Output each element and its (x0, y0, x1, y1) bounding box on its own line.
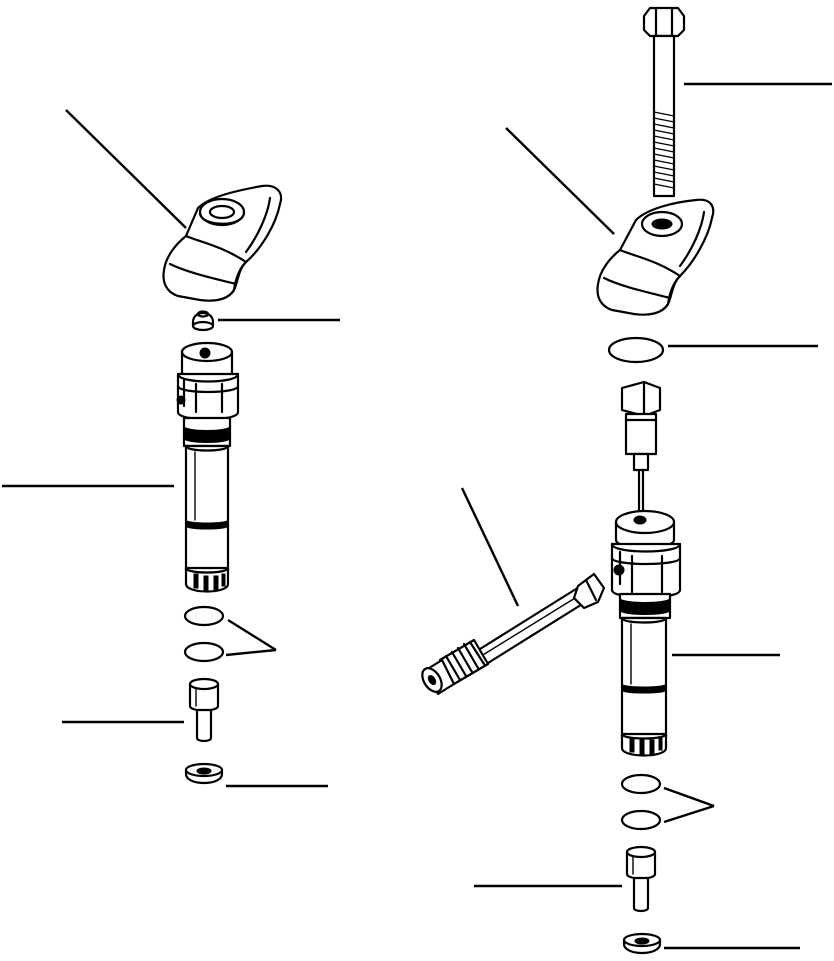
right-pipe-connector (620, 380, 662, 514)
leader-right-clamp (505, 127, 615, 235)
right-assembly (421, 6, 715, 955)
right-bolt (642, 6, 686, 198)
leader-right-o-ring-lower (663, 804, 715, 824)
right-fuel-pipe (421, 572, 606, 696)
leader-left-clamp (65, 109, 187, 229)
right-o-rings (620, 773, 662, 831)
left-nozzle (188, 677, 220, 743)
left-injector-holder (176, 341, 240, 593)
left-clamp (162, 184, 283, 302)
right-nozzle (625, 845, 657, 913)
right-o-ring-top (607, 336, 665, 364)
right-bolt-thread (653, 111, 675, 189)
leader-left-o-ring-upper (227, 618, 277, 652)
leader-left-o-ring-lower (225, 648, 277, 657)
right-gasket (622, 932, 662, 955)
right-clamp (596, 198, 715, 316)
left-spherical-washer (191, 310, 215, 332)
leader-right-o-ring-upper (663, 786, 715, 808)
leader-lines (2, 82, 832, 950)
leader-right-fuel-pipe (460, 487, 520, 607)
left-gasket (184, 762, 224, 785)
left-o-rings (183, 605, 225, 663)
left-assembly (162, 184, 283, 785)
right-injector-holder (610, 509, 682, 757)
